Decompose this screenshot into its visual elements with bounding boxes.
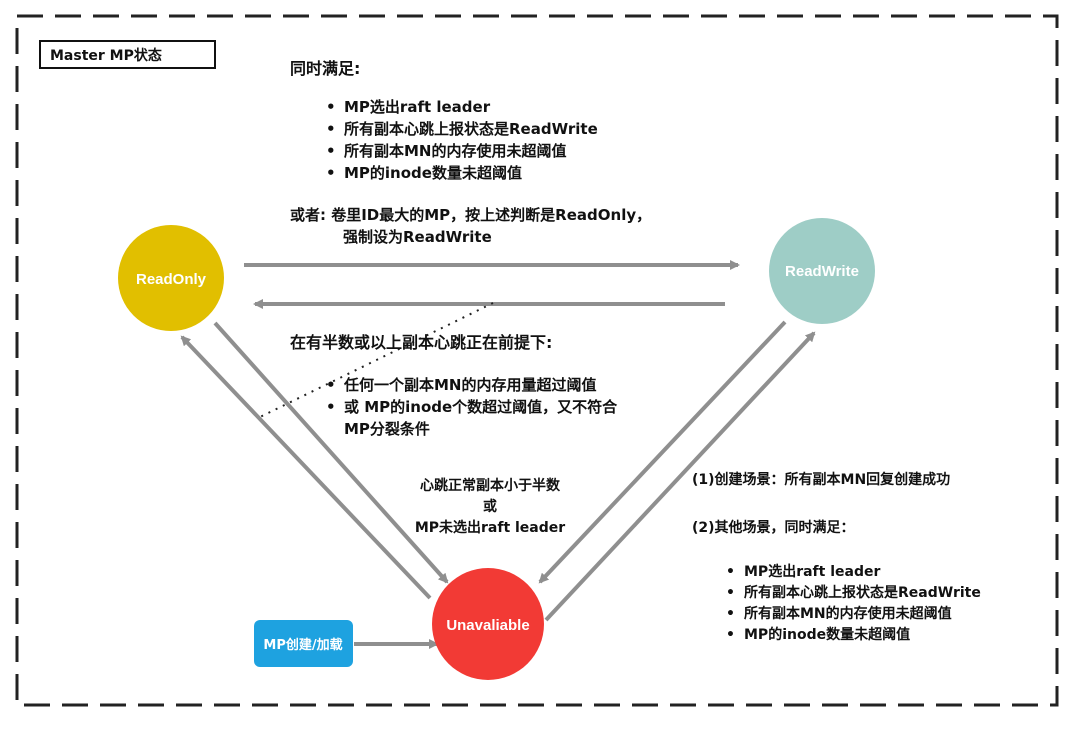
state-readwrite-circle (769, 218, 875, 324)
recovery-condition-line1: (1)创建场景：所有副本MN回复创建成功 (692, 472, 951, 488)
unavailable-condition-line1: 心跳正常副本小于半数 (420, 478, 560, 494)
middle-condition-item: 或 MP的inode个数超过阈值，又不符合 (326, 396, 617, 418)
recovery-condition-list: MP选出raft leader 所有副本心跳上报状态是ReadWrite 所有副… (726, 562, 981, 646)
top-condition-or-line1: 或者: 卷里ID最大的MP，按上述判断是ReadOnly， (290, 206, 652, 224)
state-readonly-circle (118, 225, 224, 331)
middle-condition-heading: 在有半数或以上副本心跳正在前提下: (290, 333, 553, 352)
middle-condition-item: 任何一个副本MN的内存用量超过阈值 (326, 374, 617, 396)
top-condition-heading: 同时满足: (290, 59, 361, 78)
recovery-condition-item: 所有副本MN的内存使用未超阈值 (726, 604, 981, 625)
state-readwrite-label: ReadWrite (785, 263, 859, 280)
state-unavailable-circle (432, 568, 544, 680)
recovery-condition-item: MP的inode数量未超阈值 (726, 625, 981, 646)
middle-condition-list: 任何一个副本MN的内存用量超过阈值 或 MP的inode个数超过阈值，又不符合 (326, 374, 617, 418)
recovery-condition-item: MP选出raft leader (726, 562, 981, 583)
diagram-title: Master MP状态 (39, 40, 216, 69)
unavailable-condition-line3: MP未选出raft leader (414, 520, 566, 536)
arrow-readonly-to-unavailable (213, 321, 449, 584)
state-unavailable-label: Unavaliable (446, 617, 529, 634)
top-condition-item: MP的inode数量未超阈值 (326, 162, 598, 184)
state-readonly-label: ReadOnly (136, 271, 207, 288)
top-condition-list: MP选出raft leader 所有副本心跳上报状态是ReadWrite 所有副… (326, 96, 598, 184)
middle-condition-continuation: MP分裂条件 (344, 420, 430, 438)
mp-create-label: MP创建/加载 (263, 637, 342, 653)
unavailable-condition-line2: 或 (483, 499, 497, 515)
mp-create-box (254, 620, 353, 667)
outer-dashed-border (15, 14, 1059, 707)
top-condition-item: MP选出raft leader (326, 96, 598, 118)
recovery-condition-item: 所有副本心跳上报状态是ReadWrite (726, 583, 981, 604)
arrow-unavailable-to-readwrite (544, 331, 816, 622)
top-condition-item: 所有副本MN的内存使用未超阈值 (326, 140, 598, 162)
top-condition-item: 所有副本心跳上报状态是ReadWrite (326, 118, 598, 140)
arrow-readwrite-to-unavailable (538, 320, 787, 584)
recovery-condition-line2: (2)其他场景，同时满足： (692, 520, 855, 536)
arrow-unavailable-to-readonly (180, 335, 432, 600)
top-condition-or-line2: 强制设为ReadWrite (343, 228, 492, 246)
